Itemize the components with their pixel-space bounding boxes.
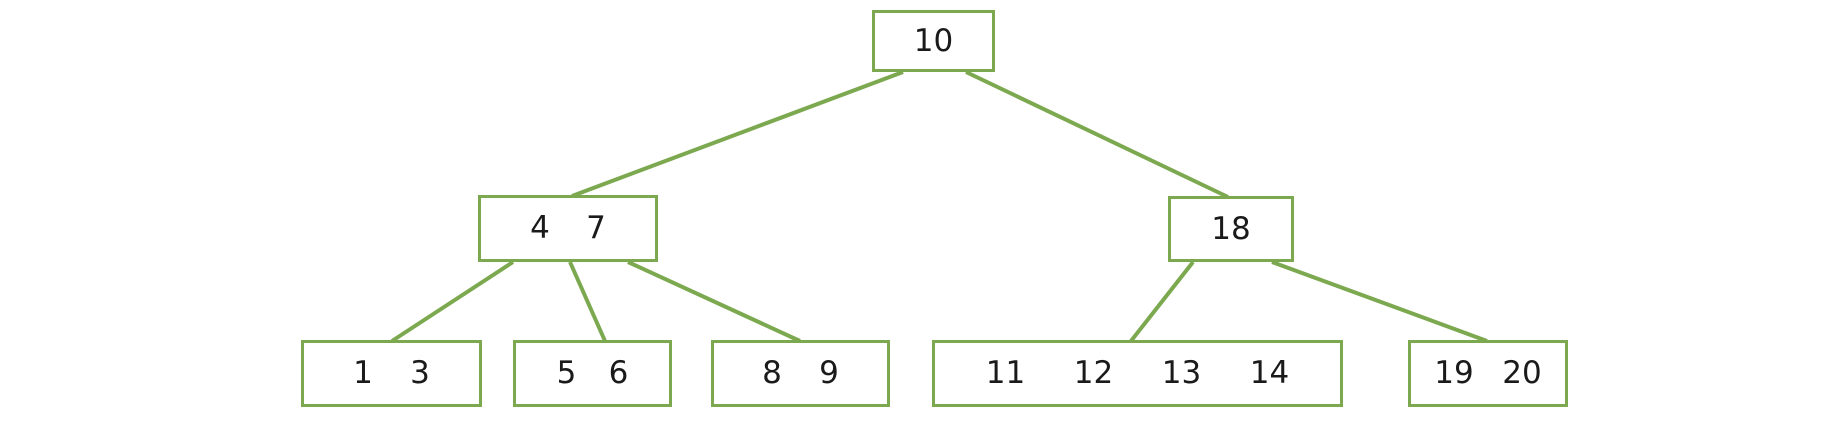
- node-keys-root: 10: [903, 22, 965, 59]
- node-keys-leaf-4: 11 12 13 14: [962, 358, 1314, 389]
- node-key: 14: [1249, 355, 1290, 391]
- tree-edge-root-to-internal-left: [571, 70, 904, 198]
- node-key: 11: [985, 355, 1026, 391]
- node-key: 3: [410, 355, 430, 391]
- node-key: 9: [819, 355, 839, 391]
- node-key: 1: [353, 355, 373, 391]
- tree-node-internal-right[interactable]: 18: [1168, 196, 1294, 262]
- tree-edge-left-to-leaf-3: [627, 260, 801, 343]
- tree-edge-left-to-leaf-1: [390, 260, 515, 343]
- tree-node-root[interactable]: 10: [872, 10, 995, 72]
- node-key: 12: [1073, 355, 1114, 391]
- tree-edge-right-to-leaf-4: [1129, 260, 1195, 343]
- node-key: 13: [1161, 355, 1202, 391]
- node-key: 5: [556, 355, 577, 391]
- node-key: 6: [608, 355, 629, 391]
- tree-edge-right-to-leaf-5: [1271, 260, 1488, 343]
- node-key: 4: [530, 210, 550, 246]
- node-key: 20: [1502, 355, 1542, 391]
- node-key: 18: [1211, 210, 1251, 247]
- tree-edge-root-to-internal-right: [965, 70, 1229, 199]
- tree-edge-left-to-leaf-2: [568, 261, 607, 342]
- node-key: 8: [762, 355, 782, 391]
- node-key: 19: [1434, 355, 1474, 391]
- node-keys-internal-right: 18: [1200, 210, 1262, 247]
- tree-node-leaf-4[interactable]: 11 12 13 14: [932, 340, 1343, 407]
- node-key: 7: [586, 210, 606, 246]
- node-key: 10: [913, 22, 954, 59]
